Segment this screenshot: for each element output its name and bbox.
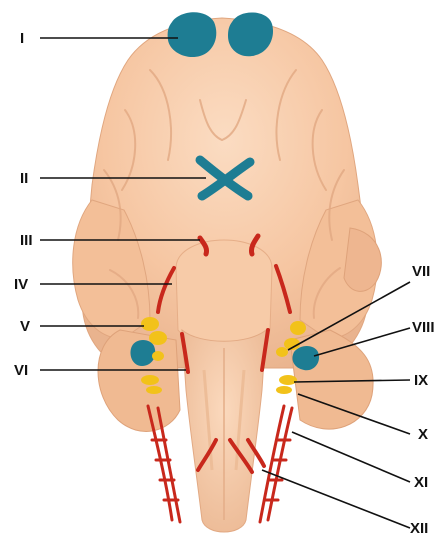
label-ii: II — [20, 171, 28, 186]
facial-nerve-right — [276, 347, 288, 357]
right-cerebellum — [290, 330, 373, 429]
label-iv: IV — [14, 277, 28, 292]
facial-nerve-left — [152, 351, 164, 361]
label-v: V — [20, 319, 30, 334]
label-xii: XII — [410, 521, 428, 536]
olfactory-bulb-left — [168, 12, 217, 57]
right-hemisphere-bulge — [344, 228, 381, 291]
label-vi: VI — [14, 363, 28, 378]
pons — [176, 240, 272, 346]
label-i: I — [20, 31, 24, 46]
label-xi: XI — [414, 475, 428, 490]
label-vii: VII — [412, 264, 430, 279]
label-iii: III — [20, 233, 33, 248]
label-x: X — [418, 427, 428, 442]
label-ix: IX — [414, 373, 428, 388]
label-viii: VIII — [412, 320, 435, 335]
